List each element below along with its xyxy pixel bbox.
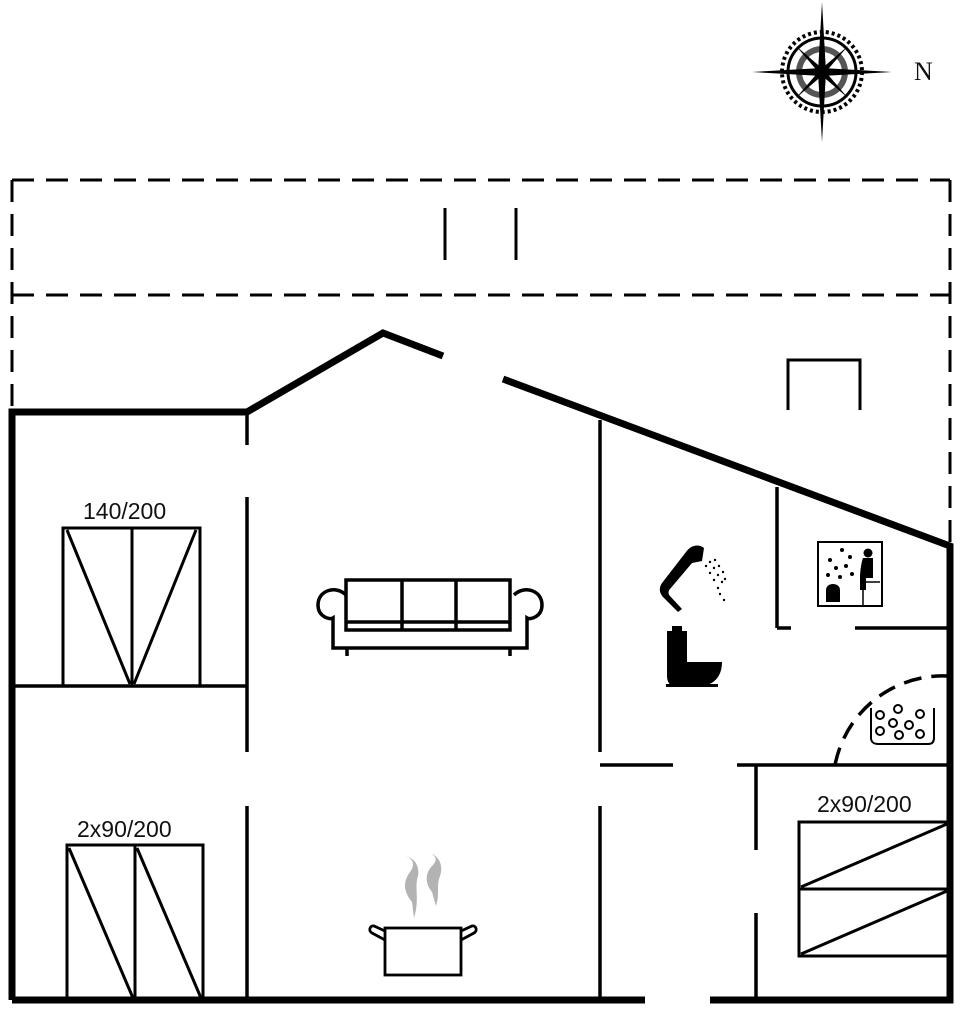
terrace-posts: [443, 208, 518, 260]
compass-rose-icon: [752, 2, 892, 142]
toilet-icon: [666, 626, 722, 687]
sauna-icon: [817, 541, 883, 607]
spa-door-arc: [833, 674, 949, 766]
bed-label-bedroom-1: 140/200: [83, 498, 167, 524]
bed-label-bedroom-2: 2x90/200: [77, 816, 172, 842]
twin-bed-icon-left: [65, 843, 205, 1002]
whirlpool-icon: [870, 704, 935, 745]
sofa-icon: [316, 578, 544, 656]
compass-north-label: N: [914, 57, 933, 86]
terrace-outline: [10, 178, 952, 545]
twin-bed-icon-right: [797, 820, 951, 958]
double-bed-icon: [61, 526, 202, 688]
outdoor-feature: [786, 358, 862, 410]
exterior-walls: [8, 329, 954, 1004]
interior-walls: [12, 412, 950, 1000]
cooking-pot-icon: [368, 853, 478, 977]
shower-icon: [659, 545, 727, 612]
bed-label-bedroom-3: 2x90/200: [817, 791, 912, 817]
